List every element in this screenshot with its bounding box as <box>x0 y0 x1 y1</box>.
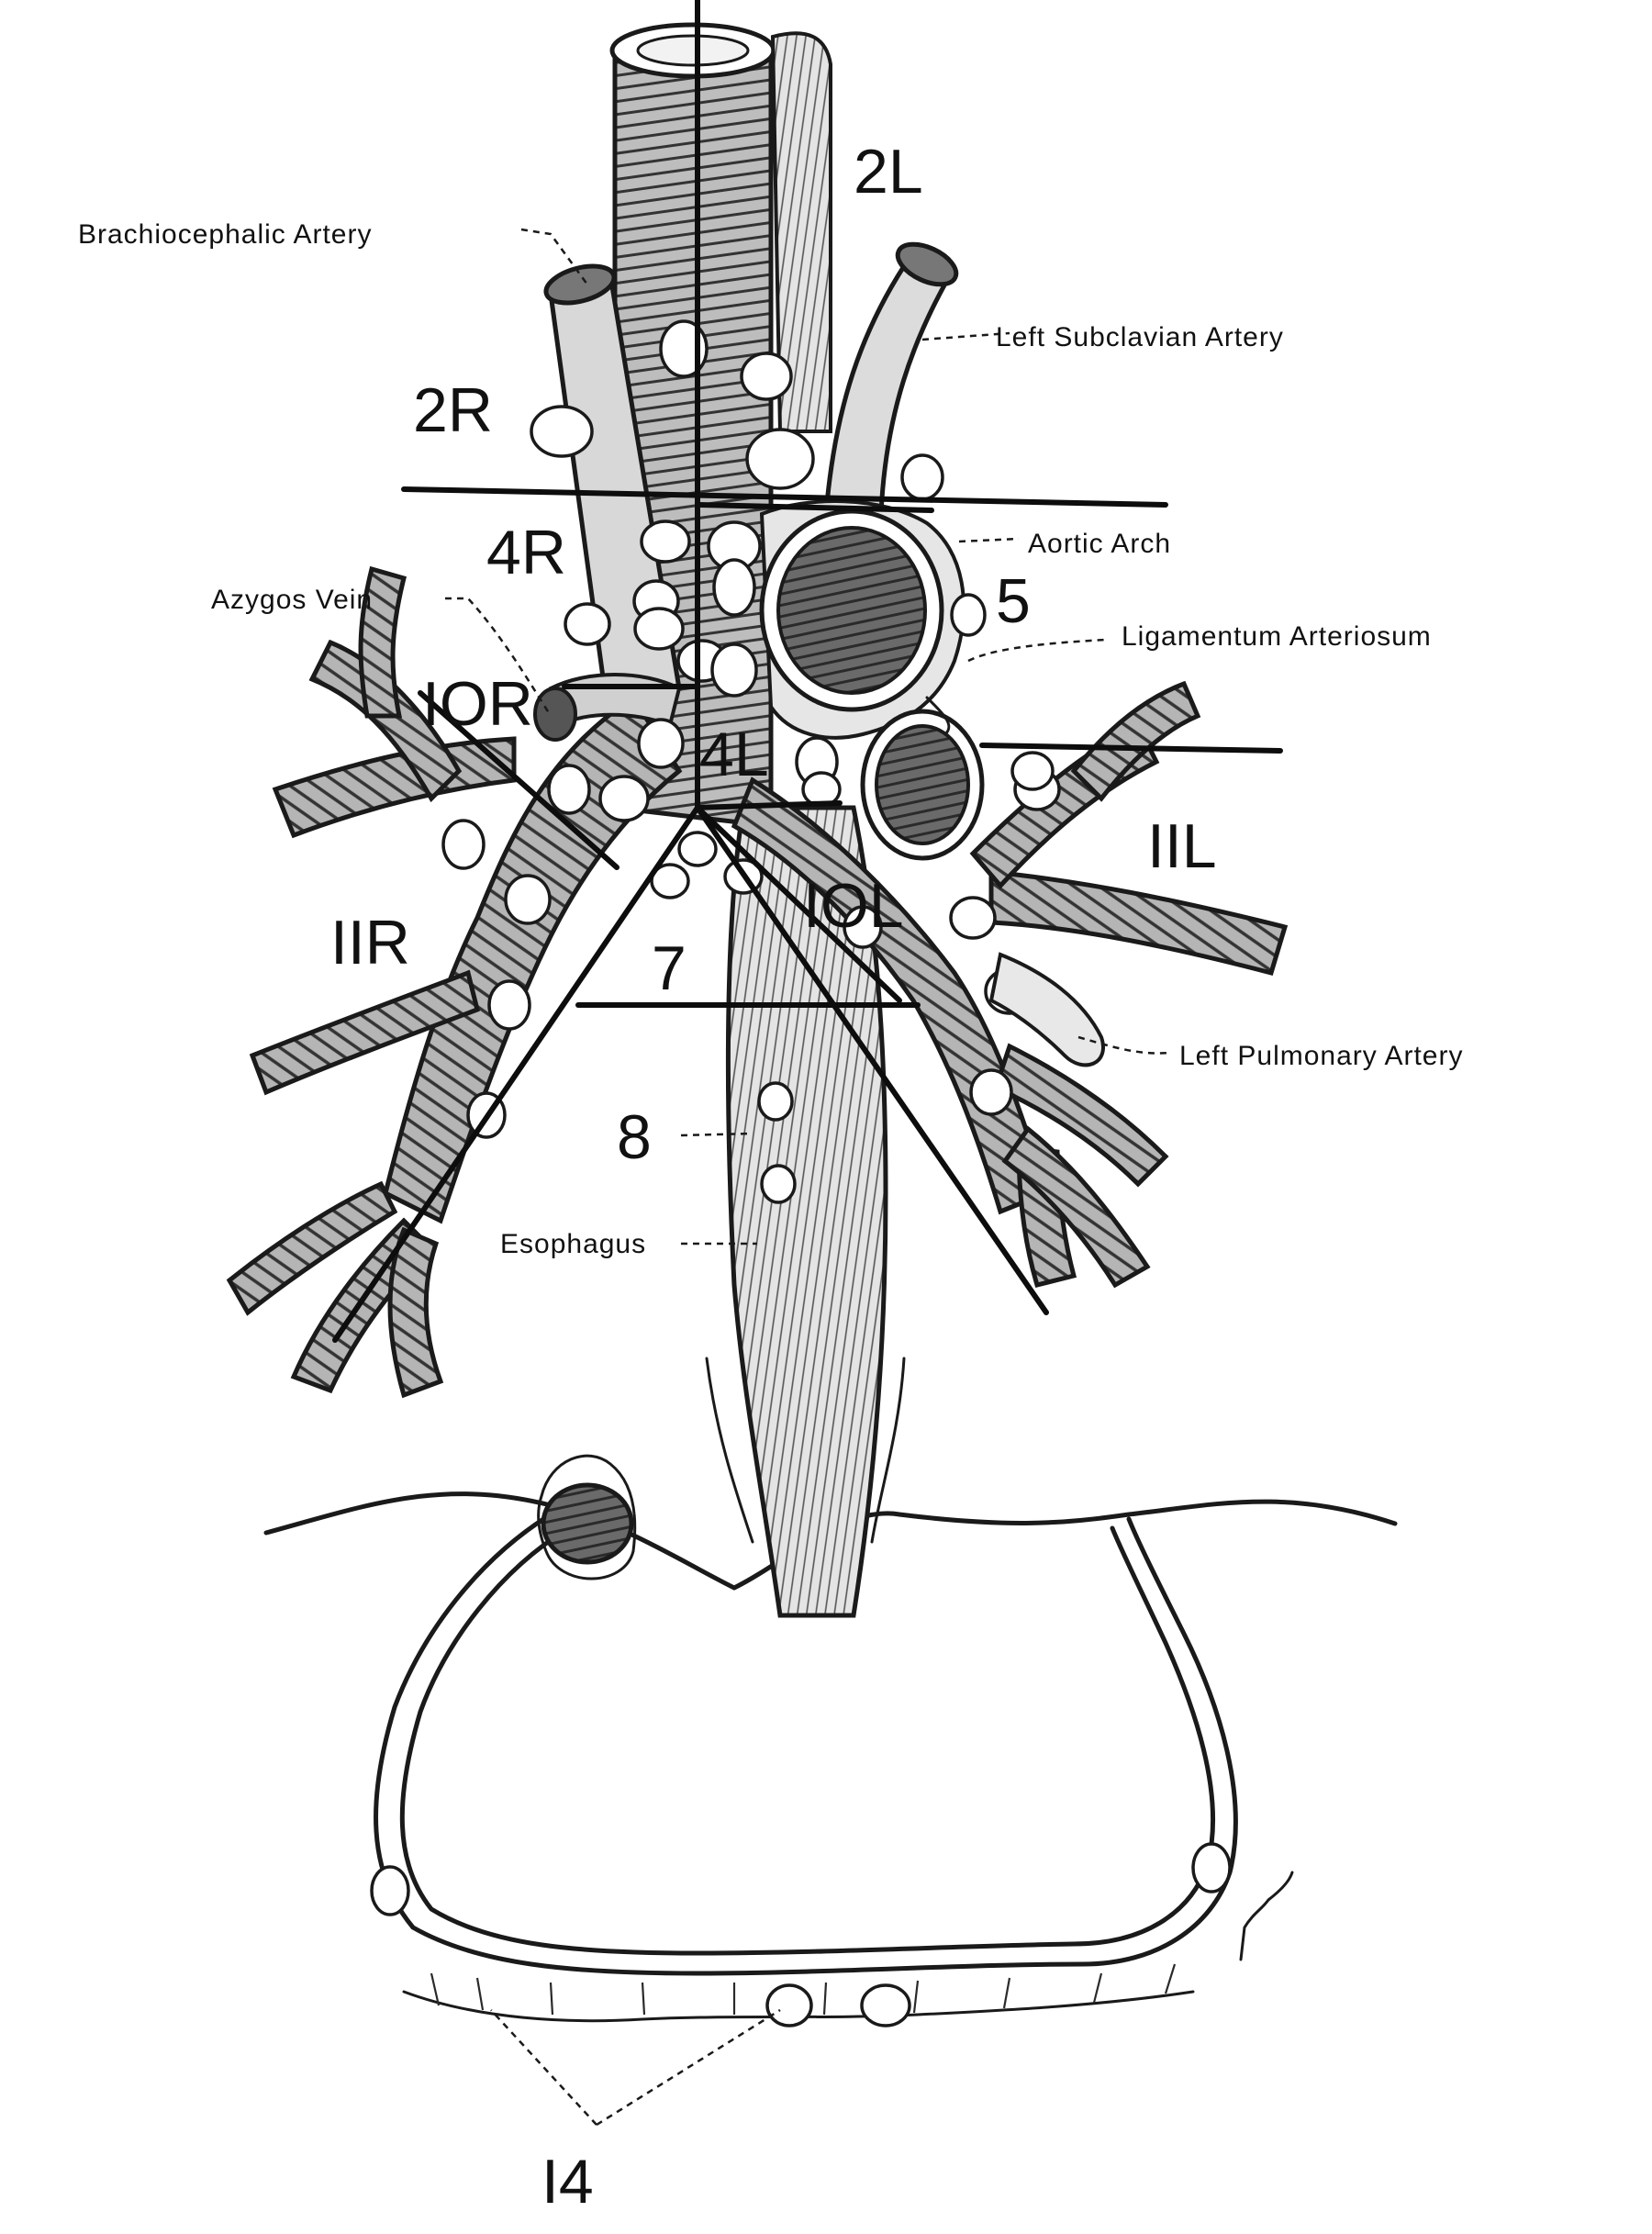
artist-signature <box>1239 1871 1294 1961</box>
diaphragm <box>263 1491 1398 2027</box>
mediastinal-nodes <box>530 319 1055 949</box>
station-10r-label: IOR <box>422 669 533 739</box>
station-7-label: 7 <box>652 933 686 1003</box>
leader-lines <box>445 228 1171 2127</box>
station-8-label: 8 <box>617 1102 652 1172</box>
aortic-arch-label: Aortic Arch <box>1028 529 1171 559</box>
esophagus-label: Esophagus <box>500 1229 646 1259</box>
aortic-arch <box>759 499 966 740</box>
station-10l-label: IOL <box>803 871 904 941</box>
station-boundaries <box>332 0 1283 1343</box>
station-5-label: 5 <box>996 566 1031 636</box>
esophagus <box>705 805 906 1618</box>
azygos-vein-label: Azygos Vein <box>211 585 373 615</box>
station-14-label: I4 <box>541 2147 594 2217</box>
left-pulmonary-artery <box>988 952 1105 1067</box>
ligamentum-arteriosum-label: Ligamentum Arteriosum <box>1122 621 1432 652</box>
left-pulmonary-artery-label: Left Pulmonary Artery <box>1179 1041 1463 1071</box>
main-pulmonary-artery <box>860 709 985 861</box>
station-4r-label: 4R <box>486 518 566 587</box>
brachiocephalic-artery-label: Brachiocephalic Artery <box>78 219 372 250</box>
ligamentum-arteriosum <box>925 696 951 736</box>
station-2r-label: 2R <box>413 375 493 445</box>
descending-aorta <box>537 1454 637 1581</box>
station-11r-label: IIR <box>330 908 410 977</box>
left-subclavian-artery-label: Left Subclavian Artery <box>996 322 1284 352</box>
left-bronchial-tree <box>731 680 1289 1289</box>
station-2l-label: 2L <box>854 137 923 207</box>
station-11l-label: IIL <box>1147 811 1217 881</box>
station-4l-label: 4L <box>699 720 769 789</box>
